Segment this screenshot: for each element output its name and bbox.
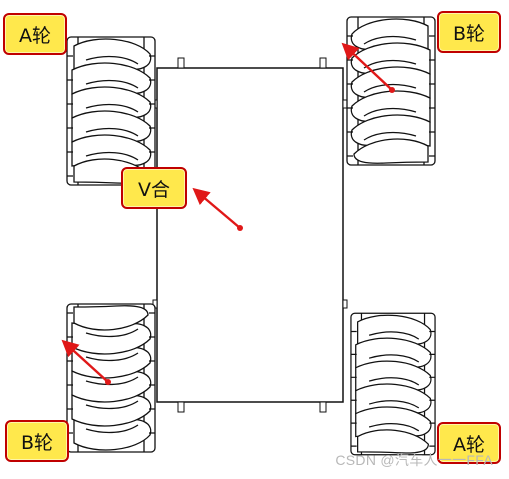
mecanum-wheel-icon: [350, 312, 436, 456]
arrow-icon: [341, 42, 395, 93]
chassis-body: [156, 67, 344, 403]
arrow-icon: [61, 339, 111, 385]
arrow-icon: [192, 187, 243, 231]
mecanum-wheel-icon: [66, 36, 156, 186]
chassis-tabs: [152, 57, 348, 413]
velocity-label: V合: [121, 167, 187, 209]
wheel-label-bottom-right: A轮: [437, 422, 501, 464]
wheel-label-top-right: B轮: [437, 11, 501, 53]
mecanum-wheel-icon: [66, 303, 156, 453]
wheel-label-top-left: A轮: [3, 13, 67, 55]
wheel-label-bottom-left: B轮: [5, 420, 69, 462]
watermark: CSDN @汽车人一一FFA: [335, 452, 493, 468]
